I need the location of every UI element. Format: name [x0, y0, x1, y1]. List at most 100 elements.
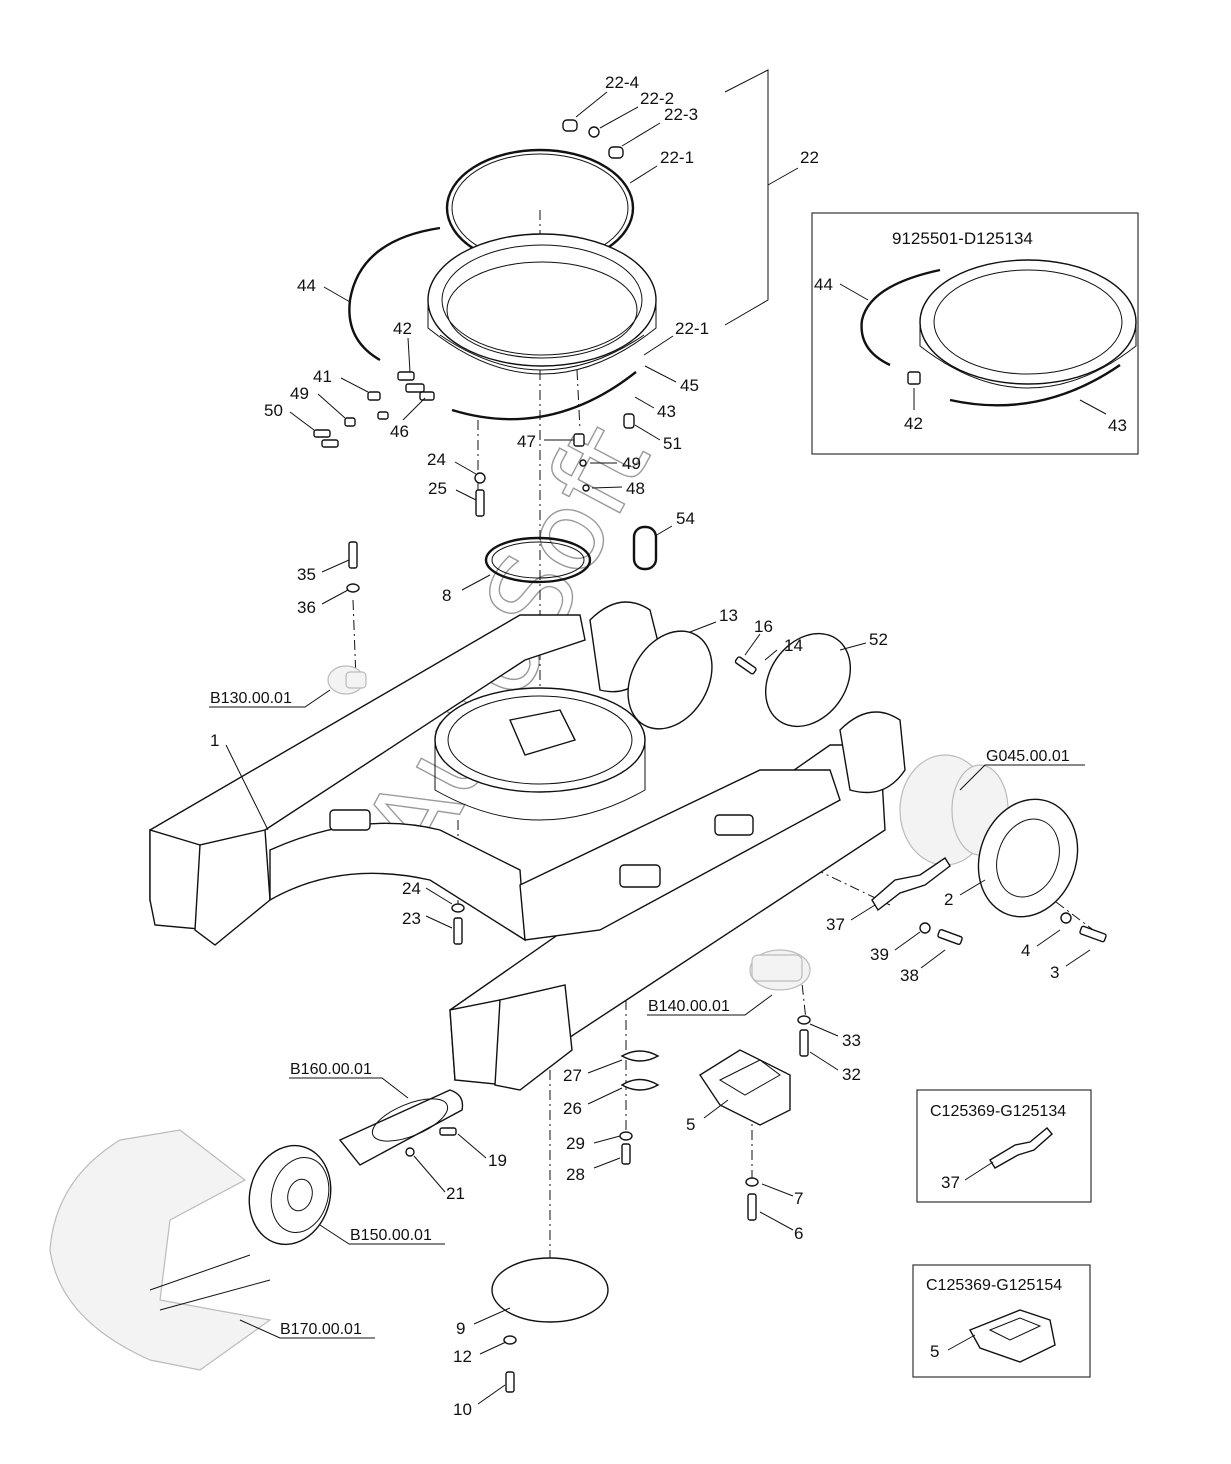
- swing-bearing-ring: [427, 233, 657, 367]
- callout: 25: [428, 479, 447, 498]
- callout: 22-4: [605, 73, 639, 92]
- gasket-26: [620, 1078, 660, 1091]
- bolt-32: [799, 1029, 809, 1057]
- inset-ring-variant: 9125501-D125134: [811, 212, 1139, 455]
- callout-numbers: 22-4 22-2 22-3 22-1 22 22-1 44 42 41 49 …: [210, 73, 1127, 1419]
- callout: 19: [488, 1151, 507, 1170]
- callout: 37: [826, 915, 845, 934]
- track-chain: [49, 1129, 272, 1371]
- sprocket-2: [977, 798, 1079, 918]
- callout: 9: [456, 1319, 465, 1338]
- callout: 44: [814, 275, 833, 294]
- callout: 2: [944, 890, 953, 909]
- ref-b150[interactable]: B150.00.01: [350, 1227, 432, 1244]
- callout: 50: [264, 401, 283, 420]
- bolt-28: [621, 1143, 631, 1165]
- grease-hose-44: [348, 226, 441, 362]
- callout: 22-1: [675, 319, 709, 338]
- washer-29: [619, 1131, 633, 1141]
- carrier-roller: [749, 949, 811, 991]
- callout: 12: [453, 1347, 472, 1366]
- callout: 26: [563, 1099, 582, 1118]
- bolt-19: [439, 1127, 457, 1136]
- callout: 14: [784, 636, 803, 655]
- washer-39: [919, 922, 931, 934]
- callout: 47: [517, 432, 536, 451]
- washer-12: [503, 1335, 517, 1345]
- callout: 43: [1108, 416, 1127, 435]
- callout: 13: [719, 606, 738, 625]
- fitting-47: [573, 433, 585, 447]
- washer-24-bottom: [451, 903, 465, 913]
- idler: [248, 1144, 332, 1246]
- cover-plate-52: [764, 632, 852, 728]
- callout: 38: [900, 966, 919, 985]
- washer-33: [797, 1015, 811, 1025]
- callout: 29: [566, 1134, 585, 1153]
- inset-guard-variant: C125369-G125154: [912, 1264, 1091, 1378]
- track-adjuster: [338, 1089, 464, 1166]
- callout: 22-3: [664, 105, 698, 124]
- grease-manifold: [313, 371, 435, 448]
- inset-bracket-variant: C125369-G125134: [916, 1089, 1092, 1203]
- assembly-references: B130.00.01 G045.00.01 B140.00.01 B160.00…: [210, 690, 1070, 1338]
- callout: 10: [453, 1400, 472, 1419]
- callout: 33: [842, 1031, 861, 1050]
- callout: 52: [869, 630, 888, 649]
- bolt-25: [475, 489, 485, 517]
- washer-7: [745, 1177, 759, 1187]
- bolt-6: [747, 1193, 757, 1221]
- callout: 21: [446, 1184, 465, 1203]
- callout: 36: [297, 598, 316, 617]
- callout: 46: [390, 422, 409, 441]
- bush-22-4: [562, 119, 578, 132]
- ring-22-2: [588, 126, 600, 138]
- callout: 27: [563, 1066, 582, 1085]
- callout: 16: [754, 617, 773, 636]
- bolt-10: [505, 1371, 515, 1393]
- callout: 54: [676, 509, 695, 528]
- callout: 6: [794, 1224, 803, 1243]
- inset-guard-variant-title: C125369-G125154: [926, 1277, 1062, 1294]
- callout: 32: [842, 1065, 861, 1084]
- ref-b170[interactable]: B170.00.01: [280, 1321, 362, 1338]
- ref-b160[interactable]: B160.00.01: [290, 1061, 372, 1078]
- bolt-38: [937, 929, 963, 945]
- washer-21: [405, 1147, 415, 1157]
- callout: 23: [402, 909, 421, 928]
- grease-hose-43: [451, 371, 637, 421]
- callout: 39: [870, 945, 889, 964]
- callout: 8: [442, 586, 451, 605]
- ref-b130[interactable]: B130.00.01: [210, 690, 292, 707]
- callout: 22: [800, 148, 819, 167]
- ref-b140[interactable]: B140.00.01: [648, 998, 730, 1015]
- swing-motor-symbol: [327, 665, 367, 695]
- callout: 4: [1021, 941, 1030, 960]
- callout: 5: [686, 1115, 695, 1134]
- gasket-27: [620, 1050, 660, 1062]
- bracket-5: [699, 1049, 791, 1126]
- callout: 7: [794, 1189, 803, 1208]
- track-frame: [149, 601, 906, 1091]
- track-guard-37: [871, 857, 951, 912]
- cover-plate-9: [491, 1257, 609, 1323]
- callout: 24: [402, 879, 421, 898]
- nipple-48: [582, 484, 590, 492]
- callout: 3: [1050, 963, 1059, 982]
- callout: 22-1: [660, 148, 694, 167]
- callout: 49: [290, 384, 309, 403]
- cover-54: [632, 525, 658, 571]
- ref-g045[interactable]: G045.00.01: [986, 748, 1070, 765]
- bolt-16: [734, 656, 757, 675]
- callout: 37: [941, 1173, 960, 1192]
- callout: 45: [680, 376, 699, 395]
- washer-49: [579, 459, 587, 467]
- swing-bearing-assembly: [313, 119, 657, 517]
- inset-ring-variant-title: 9125501-D125134: [892, 229, 1033, 248]
- bolt-23: [453, 917, 463, 945]
- bolt-3: [1079, 925, 1107, 943]
- callout: 49: [622, 454, 641, 473]
- callout: 43: [657, 402, 676, 421]
- callout: 42: [904, 414, 923, 433]
